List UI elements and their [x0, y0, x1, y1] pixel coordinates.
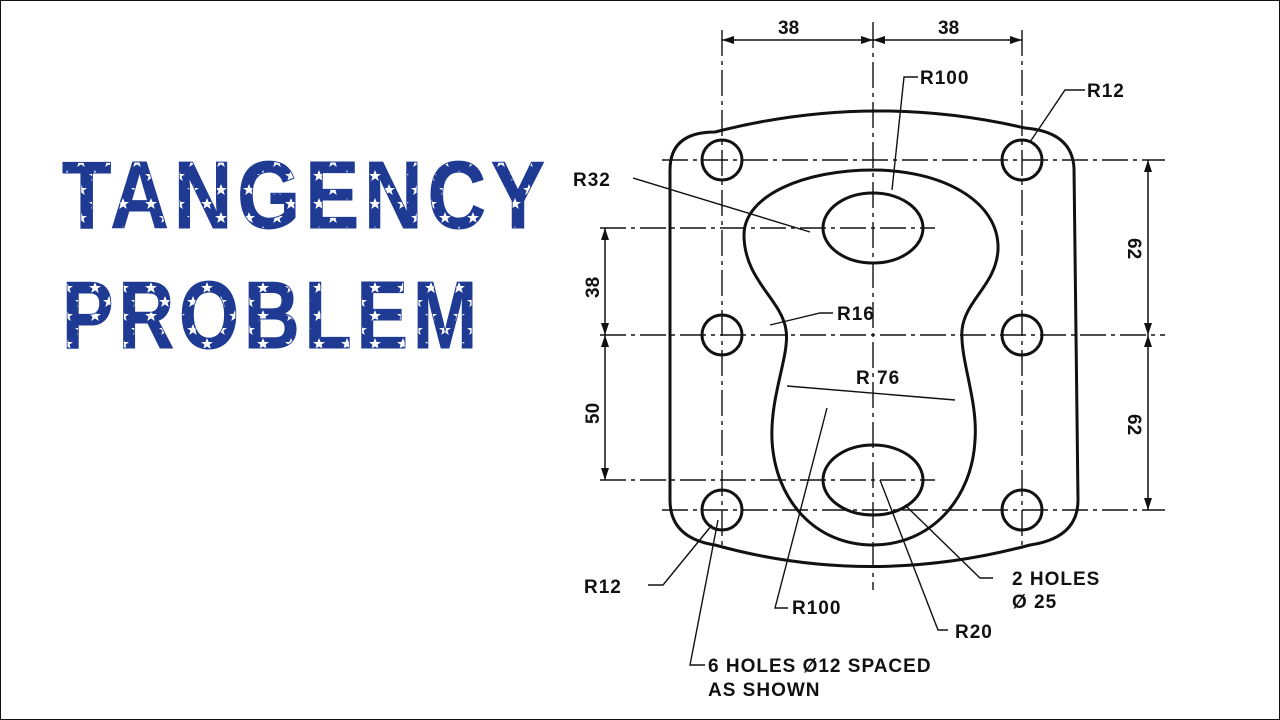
label-r100-top: R100 [920, 68, 969, 89]
label-r100-bottom: R100 [792, 598, 841, 619]
label-r20: R20 [955, 622, 993, 643]
label-2-holes-line2: Ø 25 [1012, 592, 1057, 613]
center-lines [600, 22, 1165, 590]
dim-left-upper: 38 [583, 277, 604, 298]
dimension-lines-left [601, 228, 609, 480]
title-line-2: PROBLEM [62, 262, 482, 360]
label-r76: R 76 [856, 368, 900, 389]
dimension-lines-top [722, 36, 1022, 44]
dim-top-right: 38 [938, 18, 959, 39]
leader-lines [632, 76, 1085, 666]
label-r16: R16 [837, 304, 875, 325]
label-6-holes-line1: 6 HOLES Ø12 SPACED [708, 656, 932, 677]
label-r32: R32 [573, 170, 611, 191]
dimension-lines-right [1144, 160, 1152, 510]
dim-right-lower: 62 [1123, 414, 1144, 435]
title-graphic: TANGENCY PROBLEM [62, 142, 550, 361]
label-r12-bottom-left: R12 [584, 577, 622, 598]
label-r12-top-right: R12 [1087, 81, 1125, 102]
dim-left-lower: 50 [583, 403, 604, 424]
label-2-holes-line1: 2 HOLES [1012, 569, 1100, 590]
dim-right-upper: 62 [1123, 238, 1144, 259]
title-line-1: TANGENCY [62, 142, 550, 249]
inner-slot-outline [742, 168, 1000, 547]
dim-top-left: 38 [778, 18, 799, 39]
label-6-holes-line2: AS SHOWN [708, 680, 821, 701]
